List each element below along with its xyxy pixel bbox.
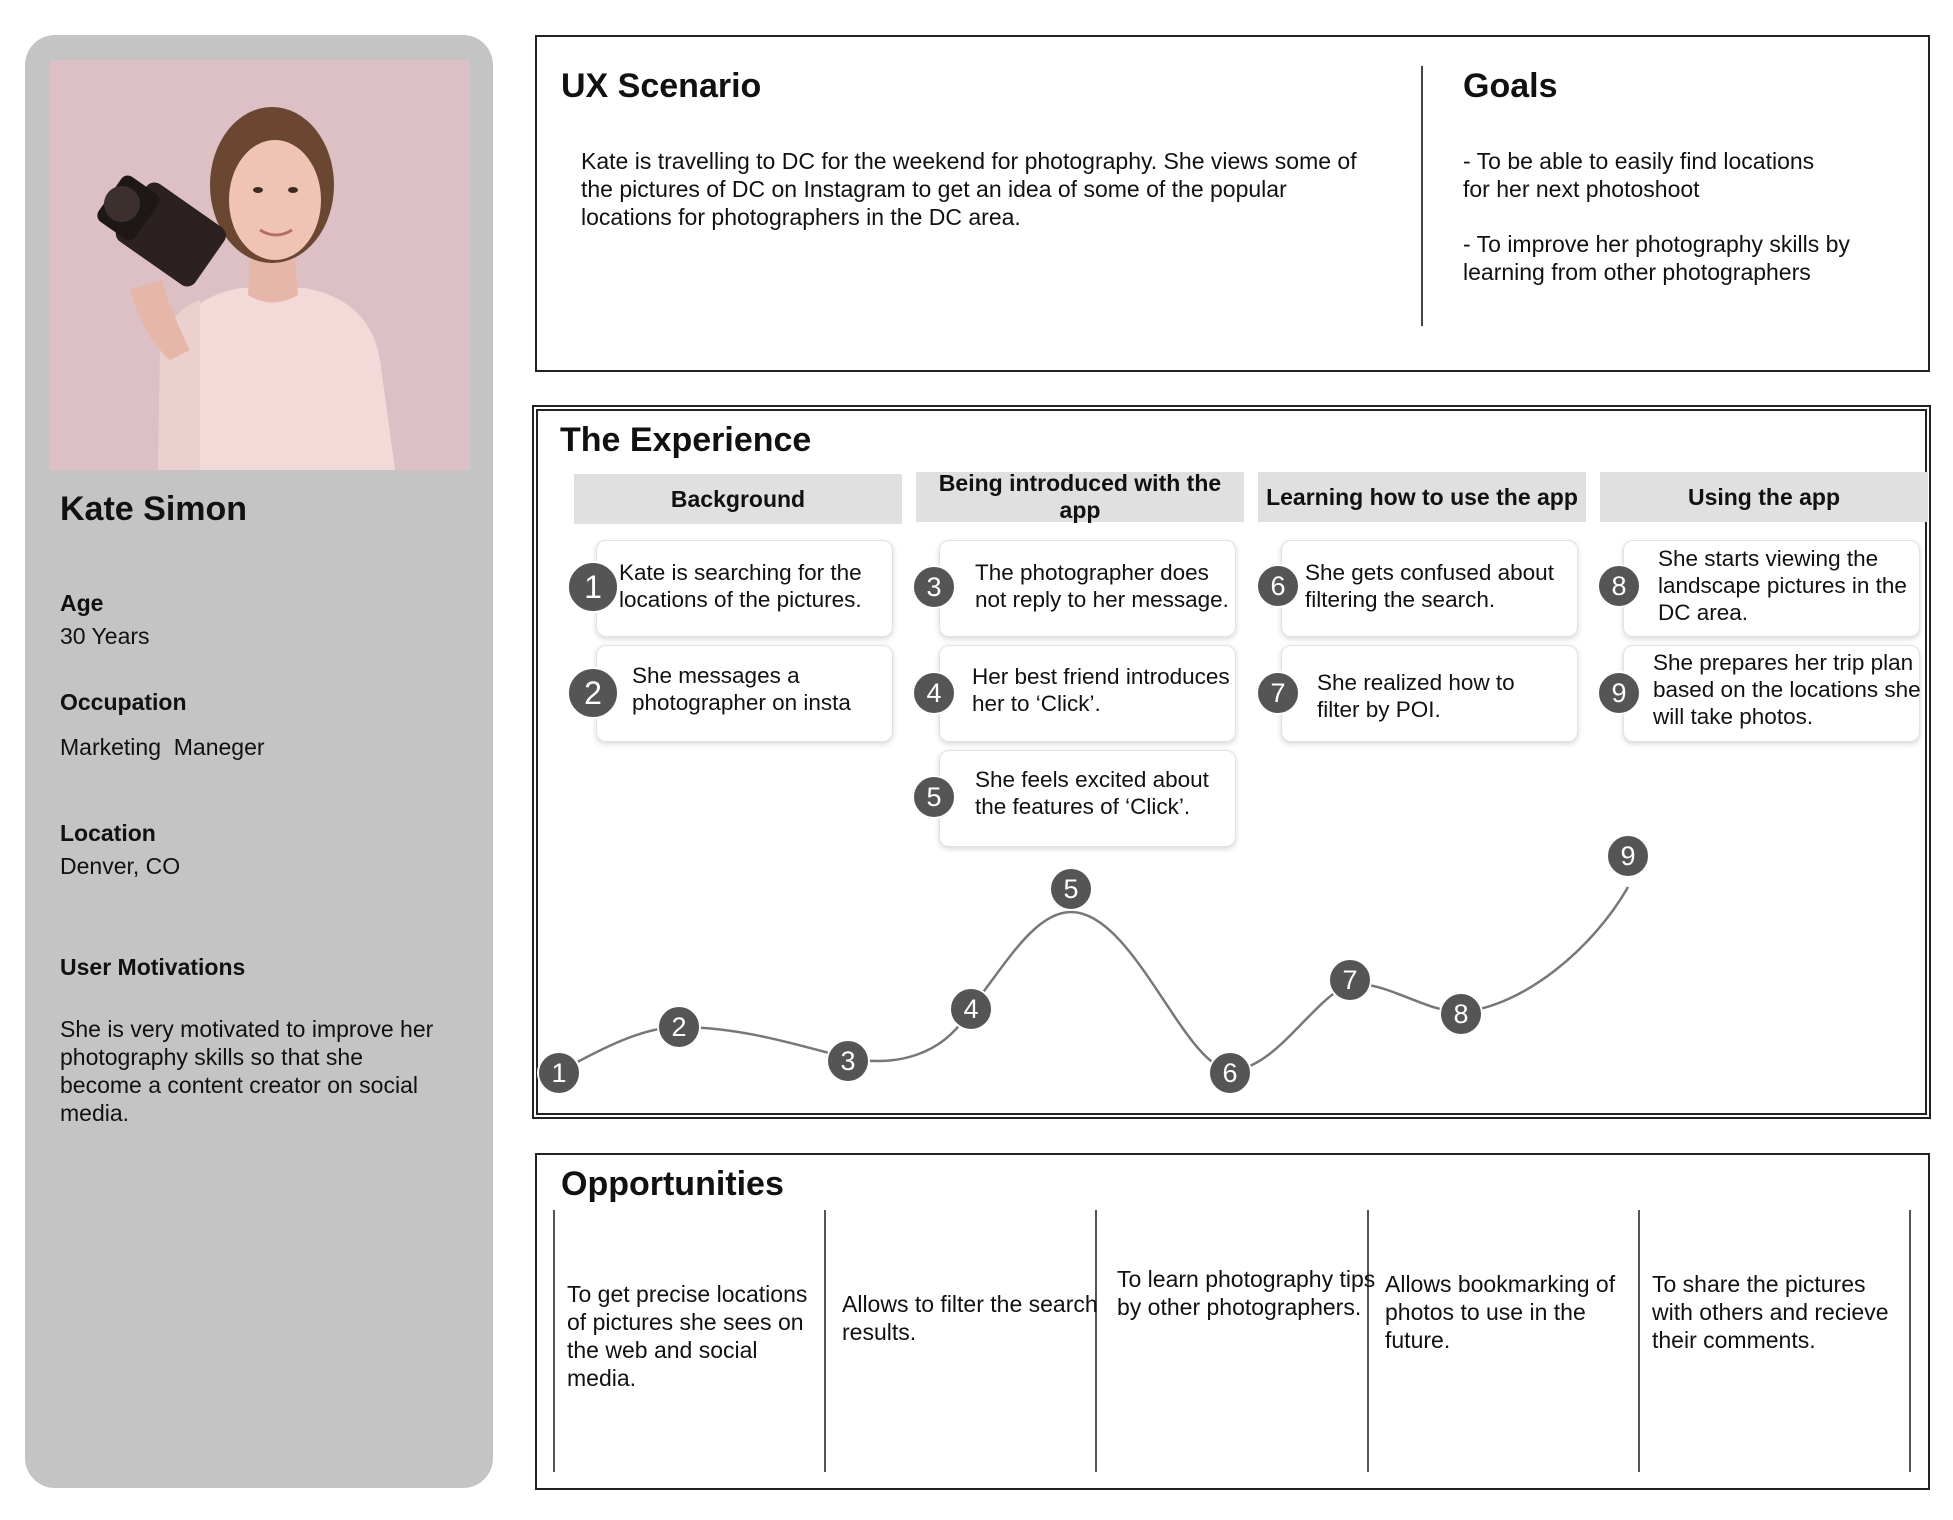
step-card xyxy=(596,540,893,637)
scenario-title: UX Scenario xyxy=(561,67,762,105)
location-label: Location xyxy=(60,820,156,846)
opportunity-item: To get precise locations of pictures she… xyxy=(567,1281,808,1391)
curve-point-badge: 7 xyxy=(1328,958,1372,1002)
stage-header-learning: Learning how to use the app xyxy=(1258,472,1586,522)
step-badge: 5 xyxy=(912,775,956,819)
journey-curve xyxy=(558,886,1630,1074)
curve-point-badge: 2 xyxy=(657,1005,701,1049)
column-divider xyxy=(824,1210,826,1472)
step-card xyxy=(939,750,1236,847)
opportunities-panel: Opportunities To get precise locations o… xyxy=(535,1153,1930,1490)
scenario-goals-panel: UX Scenario Kate is travelling to DC for… xyxy=(535,35,1930,372)
stage-header-using: Using the app xyxy=(1600,472,1928,522)
column-divider xyxy=(1095,1210,1097,1472)
step-badge: 4 xyxy=(912,671,956,715)
step-card xyxy=(1281,645,1578,742)
step-text: She realized how to filter by POI. xyxy=(1317,670,1515,722)
step-badge: 9 xyxy=(1597,671,1641,715)
opportunity-item: To share the pictures with others and re… xyxy=(1652,1271,1889,1353)
step-badge: 6 xyxy=(1256,564,1300,608)
step-card xyxy=(1281,540,1578,637)
step-card xyxy=(1623,540,1920,637)
stage-header-introduced: Being introduced with the app xyxy=(916,470,1244,523)
opportunity-item: To learn photography tips by other photo… xyxy=(1117,1266,1376,1320)
step-card xyxy=(596,645,893,742)
experience-panel: The Experience Background Being introduc… xyxy=(532,405,1931,1119)
persona-name: Kate Simon xyxy=(60,490,248,528)
step-text: Her best friend introduces her to ‘Click… xyxy=(972,664,1230,716)
goal-item: - To improve her photography skills by l… xyxy=(1463,231,1850,285)
curve-point-badge: 4 xyxy=(949,987,993,1031)
step-badge: 8 xyxy=(1597,564,1641,608)
step-text: The photographer does not reply to her m… xyxy=(975,560,1229,612)
experience-title: The Experience xyxy=(560,421,812,459)
step-text: She starts viewing the landscape picture… xyxy=(1658,546,1907,625)
occupation-label: Occupation xyxy=(60,689,187,715)
column-divider xyxy=(1909,1210,1911,1472)
opportunity-item: Allows to filter the search results. xyxy=(842,1291,1098,1345)
column-divider xyxy=(1367,1210,1369,1472)
step-text: Kate is searching for the locations of t… xyxy=(619,560,862,612)
curve-point-badge: 6 xyxy=(1208,1051,1252,1095)
step-text: She messages a photographer on insta xyxy=(632,663,851,715)
step-badge: 7 xyxy=(1256,671,1300,715)
curve-point-badge: 3 xyxy=(826,1039,870,1083)
step-card xyxy=(939,540,1236,637)
step-badge: 1 xyxy=(567,561,619,613)
curve-point-badge: 9 xyxy=(1606,834,1650,878)
curve-point-badge: 8 xyxy=(1439,992,1483,1036)
goal-item: - To be able to easily find locations fo… xyxy=(1463,148,1815,202)
motivations-label: User Motivations xyxy=(60,954,246,980)
curve-point-badge: 5 xyxy=(1049,867,1093,911)
opportunities-title: Opportunities xyxy=(561,1165,784,1203)
opportunity-item: Allows bookmarking of photos to use in t… xyxy=(1385,1271,1616,1353)
age-value: 30 Years xyxy=(60,623,150,649)
step-badge: 3 xyxy=(912,565,956,609)
location-value: Denver, CO xyxy=(60,853,181,879)
persona-photo xyxy=(50,60,470,470)
persona-photo-illustration xyxy=(50,60,470,470)
column-divider xyxy=(553,1210,555,1472)
column-divider xyxy=(1638,1210,1640,1472)
persona-card: Kate Simon Age 30 Years Occupation Marke… xyxy=(25,35,493,1488)
curve-point-badge: 1 xyxy=(537,1051,581,1095)
journey-curve-line xyxy=(558,886,1630,1074)
scenario-text: Kate is travelling to DC for the weekend… xyxy=(581,148,1357,230)
stage-header-background: Background xyxy=(574,474,902,524)
step-card xyxy=(939,645,1236,742)
age-label: Age xyxy=(60,590,104,616)
step-text: She gets confused about filtering the se… xyxy=(1305,560,1554,612)
step-text: She prepares her trip plan based on the … xyxy=(1653,650,1921,729)
occupation-value: Marketing Maneger xyxy=(60,734,265,760)
step-badge: 2 xyxy=(567,667,619,719)
goals-title: Goals xyxy=(1463,67,1558,105)
motivations-text: She is very motivated to improve her pho… xyxy=(60,1016,434,1126)
step-text: She feels excited about the features of … xyxy=(975,767,1209,819)
step-card xyxy=(1623,645,1920,742)
scenario-goals-divider xyxy=(1421,66,1423,326)
